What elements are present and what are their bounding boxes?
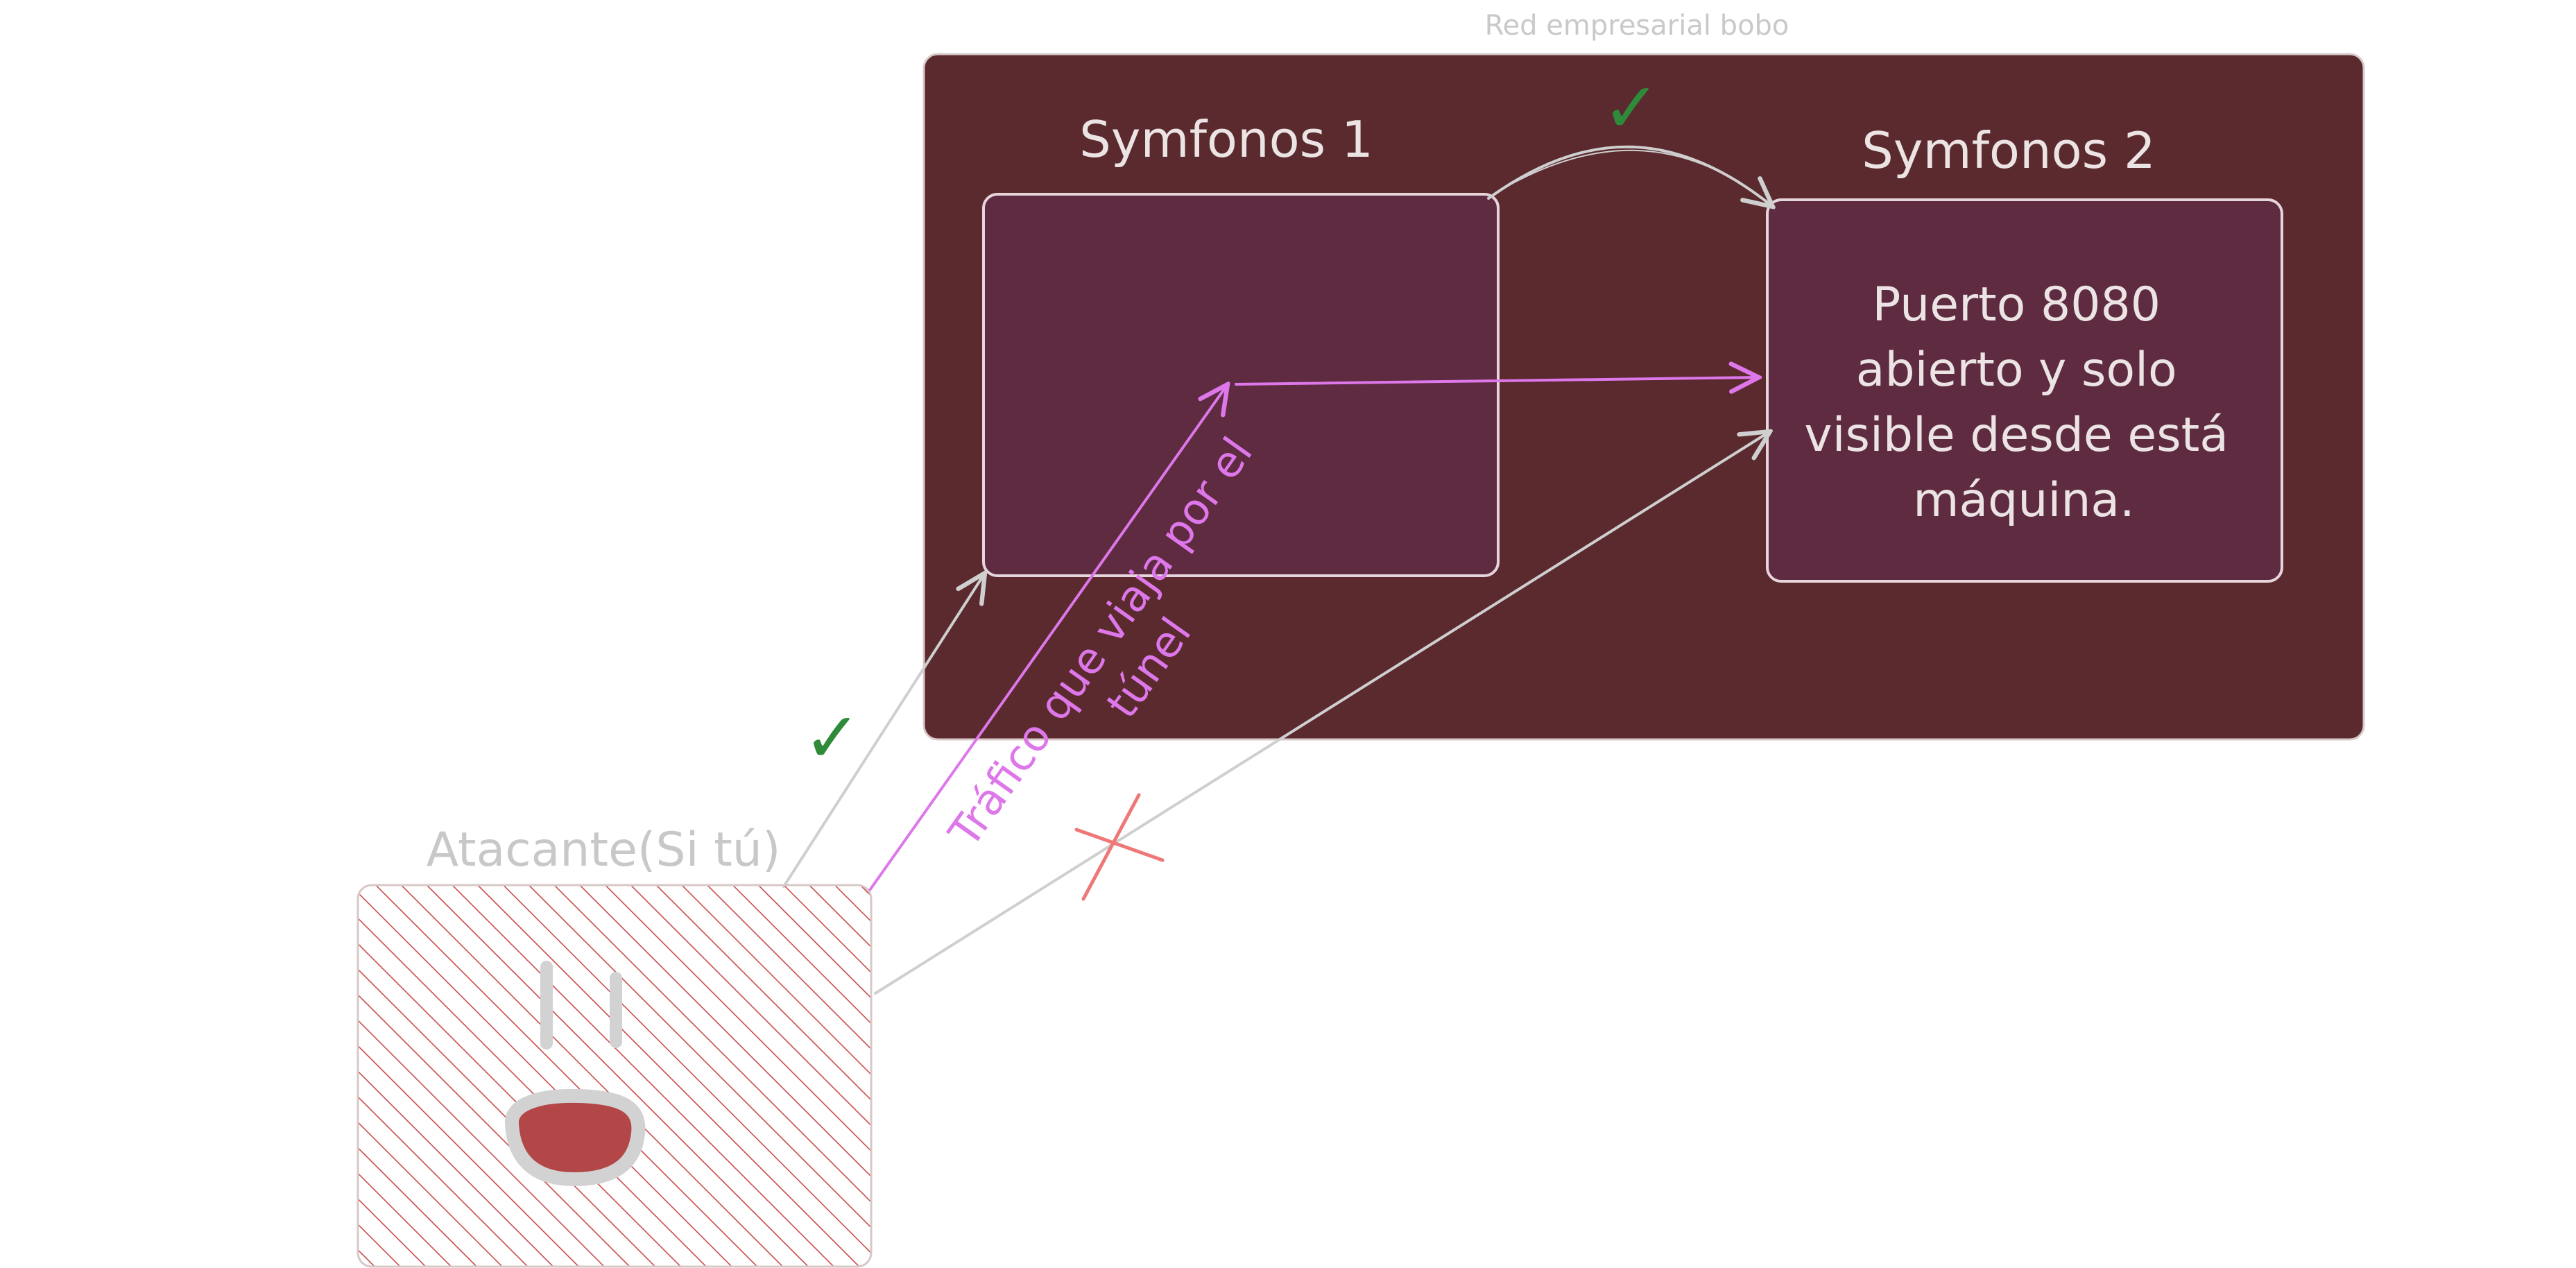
host2-description-line: abierto y solo	[1856, 343, 2177, 397]
host2-description: Puerto 8080 abierto y solo visible desde…	[1804, 277, 2243, 528]
check-icon: ✓	[1602, 67, 1660, 148]
host1-title: Symfonos 1	[1079, 110, 1373, 169]
host-symfonos-2: Symfonos 2 Puerto 8080 abierto y solo vi…	[1766, 121, 2283, 583]
tunnel-arrow-attacker-to-host1	[867, 384, 1228, 893]
attacker-label: Atacante(Si tú)	[427, 823, 781, 877]
host2-box	[1766, 198, 2283, 583]
connection-attacker-to-host2	[874, 431, 1770, 995]
connection-attacker-to-host1: ✓	[782, 573, 985, 888]
network-label: Red empresarial bobo	[1485, 10, 1789, 42]
blocked-cross-icon	[1074, 793, 1165, 901]
host2-description-line: máquina.	[1913, 473, 2134, 528]
attacker-box	[357, 884, 873, 1268]
arrow-host1-to-host2-sketch	[1491, 149, 1771, 205]
host2-title: Symfonos 2	[1862, 121, 2156, 180]
host2-description-line: visible desde está	[1804, 408, 2229, 463]
arrow-attacker-to-host2	[874, 431, 1770, 995]
attacker-node: Atacante(Si tú)	[357, 823, 873, 1268]
host2-description-line: Puerto 8080	[1872, 277, 2161, 332]
check-icon: ✓	[803, 697, 861, 778]
arrow-attacker-to-host1	[782, 573, 985, 888]
connection-host1-to-host2: ✓	[1487, 67, 1773, 207]
tunnel-arrow-host1-to-host2	[1235, 377, 1759, 384]
attacker-face-icon	[505, 961, 646, 1186]
